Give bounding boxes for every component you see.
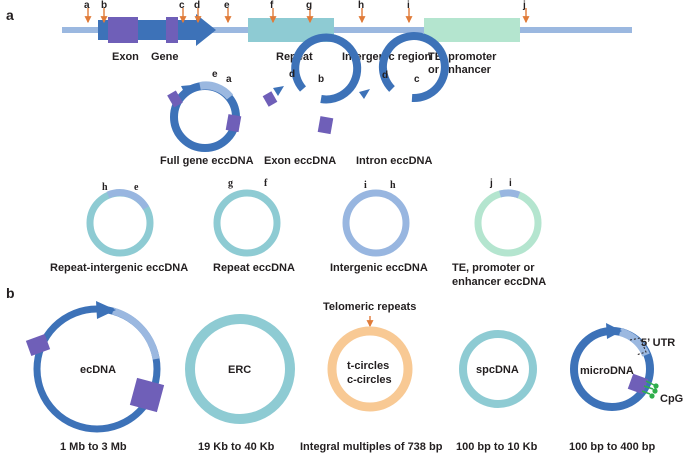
spcdna-circle <box>459 330 537 408</box>
site-label-e: e <box>224 0 230 11</box>
full-gene-end-e: e <box>212 69 218 80</box>
te-block <box>424 18 520 42</box>
intron-end-c: c <box>414 74 420 85</box>
te-end-i: i <box>509 178 512 189</box>
full-gene-eccdna-circle <box>167 81 242 152</box>
gene-label: Gene <box>151 51 179 63</box>
repeat-eccdna-circle <box>213 189 281 257</box>
intergenic-end-i: i <box>364 180 367 191</box>
telomeric-repeats-label: Telomeric repeats <box>323 301 416 313</box>
intron-eccdna-circle <box>359 32 449 103</box>
repeat-end-g: g <box>228 178 233 189</box>
intron-eccdna-label: Intron eccDNA <box>356 155 432 167</box>
repeat-intergenic-end-h: h <box>102 182 108 193</box>
site-label-a: a <box>84 0 90 11</box>
te-end-j: j <box>489 178 493 189</box>
te-eccdna-label-line2: enhancer eccDNA <box>452 276 546 288</box>
intergenic-eccdna-circle <box>342 189 410 257</box>
t-circles-size: Integral multiples of 738 bp <box>300 441 443 453</box>
erc-name: ERC <box>228 364 251 376</box>
ecdna-name: ecDNA <box>80 364 116 376</box>
exon-end-b: b <box>318 74 324 85</box>
site-label-d: d <box>194 0 200 11</box>
panel-b-label: b <box>6 285 15 301</box>
microdna-size: 100 bp to 400 bp <box>569 441 655 453</box>
te-label-line2: or enhancer <box>428 64 492 76</box>
panel-a-label: a <box>6 7 14 23</box>
ecdna-circle <box>25 301 165 433</box>
repeat-intergenic-end-e: e <box>134 182 139 193</box>
site-markers <box>84 8 530 24</box>
te-eccdna-circle <box>474 189 542 257</box>
microdna-cpg-label: CpG <box>660 393 683 405</box>
exon-end-d: d <box>289 69 295 80</box>
spcdna-name: spcDNA <box>476 364 519 376</box>
exon-block-1 <box>108 17 138 43</box>
intergenic-eccdna-label: Intergenic eccDNA <box>330 262 428 274</box>
t-circles-name: t-circles <box>347 360 389 372</box>
microdna-name: microDNA <box>580 365 634 377</box>
t-circles-circle <box>327 326 413 412</box>
spcdna-size: 100 bp to 10 Kb <box>456 441 538 453</box>
erc-size: 19 Kb to 40 Kb <box>198 441 275 453</box>
site-label-j: j <box>522 0 526 11</box>
intron-end-d: d <box>382 70 388 81</box>
microdna-circle <box>570 323 659 411</box>
microdna-utr-label: 5’ UTR <box>641 337 675 349</box>
erc-circle <box>185 314 295 424</box>
c-circles-name: c-circles <box>347 374 392 386</box>
site-label-i: i <box>407 0 410 11</box>
exon-label: Exon <box>112 51 139 63</box>
intergenic-end-h: h <box>390 180 396 191</box>
full-gene-end-a: a <box>226 74 232 85</box>
genome-backbone <box>62 27 632 33</box>
site-label-f: f <box>270 0 274 11</box>
site-label-h: h <box>358 0 364 11</box>
site-label-c: c <box>179 0 185 11</box>
exon-eccdna-label: Exon eccDNA <box>264 155 336 167</box>
repeat-intergenic-eccdna-circle <box>86 189 154 257</box>
repeat-end-f: f <box>264 178 268 189</box>
repeat-intergenic-eccdna-label: Repeat-intergenic eccDNA <box>50 262 188 274</box>
ecdna-size: 1 Mb to 3 Mb <box>60 441 127 453</box>
exon-block-2 <box>166 17 178 43</box>
te-eccdna-label-line1: TE, promoter or <box>452 262 535 274</box>
site-label-g: g <box>306 0 312 11</box>
repeat-eccdna-label: Repeat eccDNA <box>213 262 295 274</box>
exon-eccdna-circle <box>262 33 362 135</box>
site-label-b: b <box>101 0 107 11</box>
full-gene-eccdna-label: Full gene eccDNA <box>160 155 254 167</box>
